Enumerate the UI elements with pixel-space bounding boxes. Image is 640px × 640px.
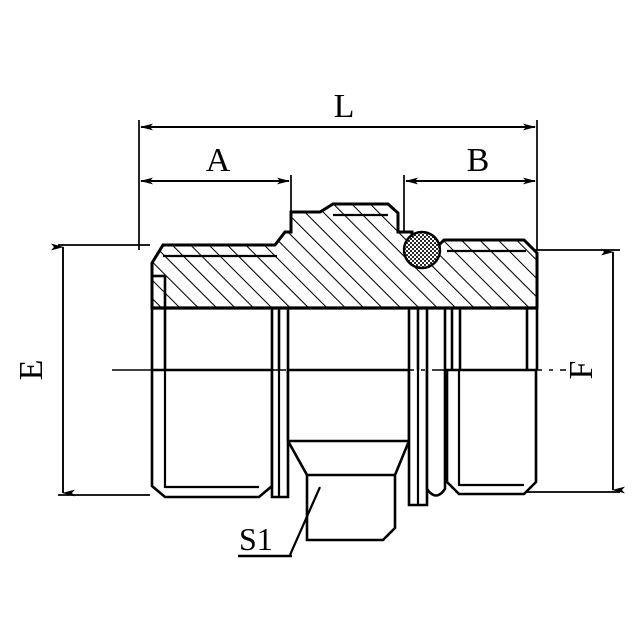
upper-section-view	[150, 202, 539, 370]
o-ring-seal	[402, 230, 442, 270]
washer-outline	[425, 370, 447, 497]
lower-outside-view	[150, 368, 538, 542]
s1-leader-group	[238, 486, 322, 558]
left-thread-outline	[150, 368, 274, 499]
s1-leader-line	[288, 486, 322, 556]
section-hatched-body	[150, 202, 539, 310]
dimension-label-F: F	[563, 361, 600, 380]
dimension-label-E: E	[13, 360, 50, 381]
left-thread-root-line	[163, 370, 259, 489]
right-thread-outline	[445, 368, 538, 496]
dimension-lines	[51, 123, 625, 497]
dimension-label-B: B	[467, 142, 490, 179]
right-thread-root-line	[457, 370, 524, 487]
dimension-label-A: A	[206, 142, 231, 179]
hex-body-outline	[286, 368, 411, 542]
dimension-label-S1: S1	[239, 521, 273, 557]
dimension-label-L: L	[334, 88, 355, 125]
